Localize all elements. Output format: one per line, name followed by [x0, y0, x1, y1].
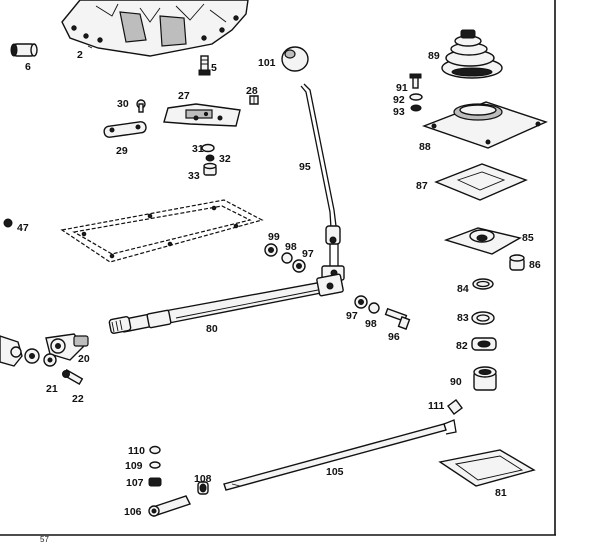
part-89-shift-boot	[441, 29, 503, 79]
label-27: 27	[178, 90, 190, 102]
parts-97-98-96-rod-fasteners	[354, 295, 411, 330]
part-85-bearing-plate	[443, 227, 522, 255]
parts-31-32-33-washers	[201, 143, 217, 176]
label-95: 95	[299, 161, 311, 173]
label-111: 111	[428, 400, 445, 412]
part-6-bushing	[10, 43, 38, 57]
label-2: 2	[77, 49, 83, 61]
label-20: 20	[78, 353, 90, 365]
label-32: 32	[219, 153, 231, 165]
part-88-cover-plate	[421, 101, 548, 149]
label-90: 90	[450, 376, 462, 388]
part-105-selector-rod	[223, 419, 457, 491]
label-22: 22	[72, 393, 84, 405]
label-97-upper: 97	[302, 248, 314, 260]
parts-21-22	[43, 353, 84, 386]
part-29-link	[103, 121, 147, 138]
part-27-bracket	[163, 103, 241, 127]
part-95-shift-lever	[300, 83, 345, 281]
label-21: 21	[46, 383, 58, 395]
parts-91-92-93-bolts	[409, 73, 423, 112]
label-85: 85	[522, 232, 534, 244]
part-87-gasket	[434, 163, 528, 201]
part-47-nut	[3, 218, 13, 228]
part-101-shift-knob	[281, 46, 309, 72]
label-98-lower: 98	[365, 318, 377, 330]
label-28: 28	[246, 85, 258, 97]
part-106-link	[148, 495, 191, 517]
label-107: 107	[126, 477, 144, 489]
label-81: 81	[495, 487, 507, 499]
parts-110-109-107	[148, 445, 162, 487]
label-97-lower: 97	[346, 310, 358, 322]
part-86-bushing	[509, 254, 525, 271]
label-31: 31	[192, 143, 204, 155]
label-88: 88	[419, 141, 431, 153]
part-81-cover	[438, 449, 536, 487]
page-number: 57	[40, 535, 49, 542]
label-108: 108	[194, 473, 212, 485]
part-82-bearing	[471, 337, 497, 351]
part-5-stud	[198, 55, 211, 76]
label-91: 91	[396, 82, 408, 94]
label-109: 109	[125, 460, 143, 472]
label-83: 83	[457, 312, 469, 324]
label-5: 5	[211, 62, 217, 74]
part-80-shift-rod	[108, 273, 344, 334]
part-108-bushing	[197, 481, 209, 495]
label-33: 33	[188, 170, 200, 182]
label-98-upper: 98	[285, 241, 297, 253]
part-28-clip	[249, 95, 259, 105]
part-2-housing	[61, 0, 249, 57]
label-105: 105	[326, 466, 344, 478]
label-30: 30	[117, 98, 129, 110]
label-84: 84	[457, 283, 469, 295]
label-99: 99	[268, 231, 280, 243]
part-20-linkage	[0, 333, 89, 367]
label-110: 110	[128, 445, 145, 457]
part-90-sleeve	[473, 366, 497, 391]
label-93: 93	[393, 106, 405, 118]
label-47: 47	[17, 222, 29, 234]
label-29: 29	[116, 145, 128, 157]
part-83-ring	[471, 311, 495, 325]
part-111-nut	[447, 399, 463, 415]
label-6: 6	[25, 61, 31, 73]
parts-99-98-97-lever-fasteners	[264, 243, 306, 273]
label-101: 101	[258, 57, 276, 69]
label-92: 92	[393, 94, 405, 106]
label-82: 82	[456, 340, 468, 352]
label-106: 106	[124, 506, 142, 518]
label-89: 89	[428, 50, 440, 62]
label-86: 86	[529, 259, 541, 271]
label-96: 96	[388, 331, 400, 343]
part-30-screw	[136, 99, 146, 113]
part-84-ring	[472, 278, 494, 290]
housing-gasket	[60, 199, 264, 263]
label-80: 80	[206, 323, 218, 335]
label-87: 87	[416, 180, 428, 192]
